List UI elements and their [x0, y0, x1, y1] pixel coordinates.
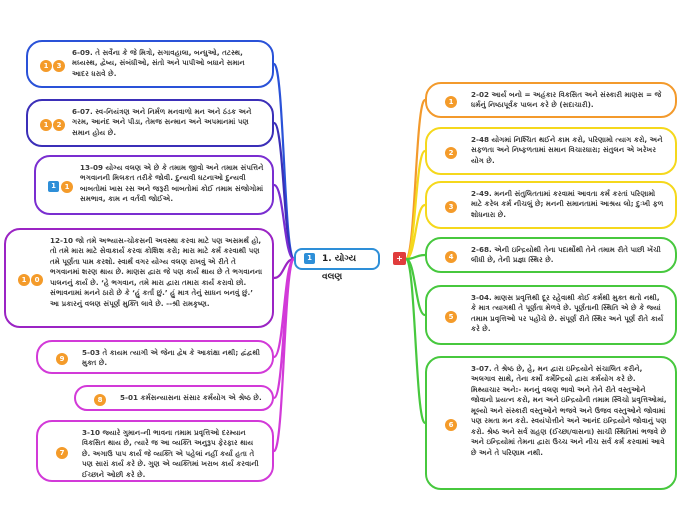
number-badge-icon: 9 [56, 353, 68, 365]
number-badge-icon: 7 [56, 447, 68, 459]
subtopic-text: 6-09. તે સર્વેના કે જે મિત્રો, સગાવહાલા,… [72, 48, 245, 78]
number-badge-icon: 0 [31, 274, 43, 286]
subtopic-text: 2-48 યોગમાં નિશ્ચિત થઈને કામ કરો, પરિણામ… [471, 135, 663, 165]
left-subtopic-5[interactable]: 9 5-03 તે કાયમ ત્યાગી એ જેના દ્વેષ કે આકા… [36, 340, 274, 374]
topic-number-icon: 1 [304, 253, 315, 264]
subtopic-text: 12-10 જો તમે અભ્યાસ-ચોકસની અવસ્થા કરવા મ… [50, 236, 263, 308]
subtopic-text: 13-09 યોગ્ય વલણ એ છે કે તમામ જીવો અને તમ… [80, 163, 264, 204]
number-badge-icon: 2 [53, 119, 65, 131]
right-subtopic-6[interactable]: 6 3-07. તે શ્રેષ્ઠ છે, હે, મન દ્વારા ઇન્દ… [425, 356, 677, 490]
subtopic-text: 3-04. માણસ પ્રવૃત્તિથી દૂર રહેવાથી કોઈ ક… [471, 293, 664, 334]
number-badge-icon: 6 [445, 419, 457, 431]
right-subtopic-1[interactable]: 1 2-02 આર્ય બનો = અહંકાર વિકસિત અને સંસ્ક… [425, 82, 677, 118]
right-subtopic-5[interactable]: 5 3-04. માણસ પ્રવૃત્તિથી દૂર રહેવાથી કોઈ … [425, 285, 677, 345]
right-subtopic-4[interactable]: 4 2-68. એની ઇન્દ્રિયોથી તેના પદાર્થોથી તે… [425, 237, 677, 273]
number-badge-icon: 3 [53, 60, 65, 72]
subtopic-text: 3-07. તે શ્રેષ્ઠ છે, હે, મન દ્વારા ઇન્દ્… [471, 364, 667, 457]
number-badge-icon: 3 [445, 201, 457, 213]
central-topic[interactable]: 1 1. યોગ્ય વલણ [294, 248, 380, 282]
connector-right-6 [404, 257, 427, 425]
subtopic-text: 6-07. સ્વ-નિયંત્રણ અને નિર્મળ મનવાળો મન … [72, 107, 252, 137]
right-subtopic-2[interactable]: 2 2-48 યોગમાં નિશ્ચિત થઈને કામ કરો, પરિણા… [425, 127, 677, 175]
connector-left-7 [272, 257, 296, 453]
number-badge-icon: 1 [40, 60, 52, 72]
number-badge-icon: 8 [94, 394, 106, 406]
topic-tag-icon[interactable]: + [393, 252, 406, 265]
right-subtopic-3[interactable]: 3 2-49. મનની સંતુલિતતામાં કરવામાં આવતા કર… [425, 181, 677, 229]
number-badge-icon: 1 [40, 119, 52, 131]
connector-left-3 [272, 183, 296, 261]
number-badge-icon: 1 [18, 274, 30, 286]
number-badge-icon: 1 [445, 96, 457, 108]
central-topic-label: 1. યોગ્ય વલણ [322, 254, 357, 282]
subtopic-text: 2-49. મનની સંતુલિતતામાં કરવામાં આવતા કર્… [471, 189, 664, 219]
number-badge-icon: 2 [445, 147, 457, 159]
left-subtopic-7[interactable]: 7 3-10 જ્યારે ગુમાન-ની ભાવના તમામ પ્રવૃત્… [36, 420, 274, 482]
subtopic-text: 5-03 તે કાયમ ત્યાગી એ જેના દ્વેષ કે આકાં… [82, 348, 260, 368]
left-subtopic-6[interactable]: 8 5-01 કર્મસન્યાસના સંસાર કર્મયોગ એ શ્રેષ… [74, 385, 274, 411]
connector-left-6 [272, 257, 296, 400]
subtopic-text: 3-10 જ્યારે ગુમાન-ની ભાવના તમામ પ્રવૃત્ત… [82, 428, 259, 479]
connector-right-3 [405, 203, 426, 261]
number-badge-icon: 4 [445, 251, 457, 263]
subtopic-text: 2-02 આર્ય બનો = અહંકાર વિકસિત અને સંસ્કા… [471, 90, 662, 110]
number-badge-icon: 1 [61, 181, 73, 193]
number-badge-icon: 1 [48, 181, 59, 192]
subtopic-text: 2-68. એની ઇન્દ્રિયોથી તેના પદાર્થોથી તેન… [471, 245, 661, 265]
subtopic-text: 5-01 કર્મસન્યાસના સંસાર કર્મયોગ એ શ્રેષ્… [120, 393, 262, 402]
number-badge-icon: 5 [445, 311, 457, 323]
